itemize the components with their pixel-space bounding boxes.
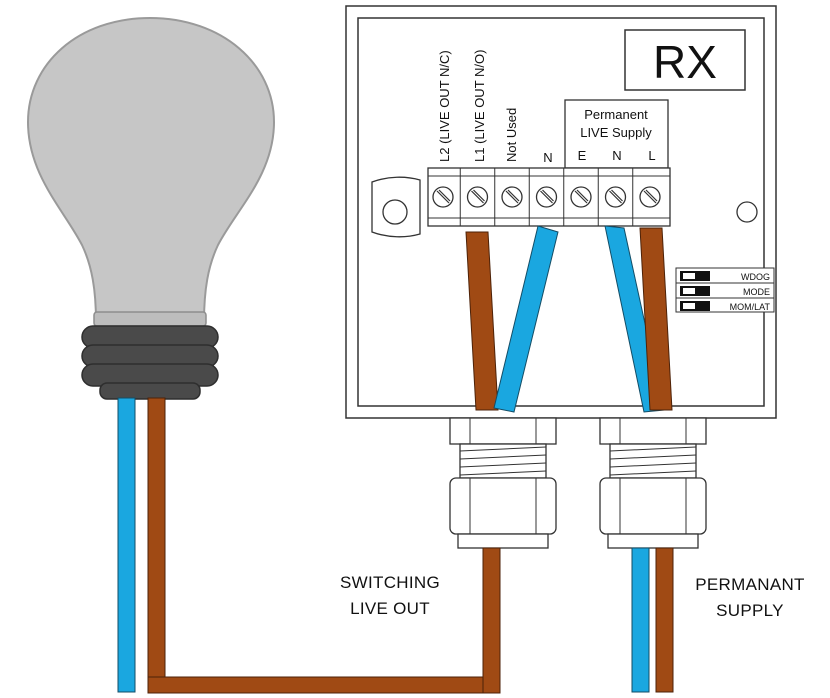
light-bulb bbox=[26, 16, 276, 400]
terminal-screws bbox=[432, 168, 661, 226]
dip-label-wdog: WDOG bbox=[741, 272, 770, 282]
terminal-label-e: E bbox=[578, 148, 587, 163]
dip-label-mom-lat: MOM/LAT bbox=[730, 302, 771, 312]
mounting-hole-right bbox=[736, 201, 758, 223]
caption-switching-line1: SWITCHING bbox=[340, 573, 440, 592]
wire-switching-run bbox=[147, 676, 501, 694]
wire-l1-internal bbox=[465, 231, 499, 411]
terminal-label-l: L bbox=[648, 148, 655, 163]
caption-switching-live-out: SWITCHING LIVE OUT bbox=[340, 573, 440, 618]
terminal-screw-perm-l bbox=[639, 186, 661, 208]
wire-bulb-live bbox=[147, 397, 166, 693]
wires bbox=[117, 225, 674, 694]
dip-switch-wdog: WDOG bbox=[676, 267, 774, 282]
caption-permanent-line2: SUPPLY bbox=[716, 601, 784, 620]
wire-n-internal bbox=[493, 225, 559, 413]
wire-switching-riser bbox=[482, 547, 501, 694]
bulb-glass bbox=[26, 16, 276, 323]
mounting-hole-left bbox=[371, 176, 421, 238]
dip-switch-mom-lat: MOM/LAT bbox=[676, 297, 774, 312]
dip-label-mode: MODE bbox=[743, 287, 770, 297]
bulb-screw-cap bbox=[81, 325, 219, 400]
terminal-screw-l1 bbox=[466, 186, 489, 208]
terminal-screw-not-used bbox=[501, 186, 523, 208]
permanent-supply-line1: Permanent bbox=[584, 107, 648, 122]
terminal-label-n: N bbox=[612, 148, 621, 163]
terminal-screw-perm-n bbox=[604, 186, 627, 208]
caption-permanent-supply: PERMANANT SUPPLY bbox=[695, 575, 804, 620]
permanent-supply-box: Permanent LIVE Supply E N L bbox=[564, 99, 669, 169]
caption-permanent-line1: PERMANANT bbox=[695, 575, 804, 594]
wire-bulb-neutral bbox=[117, 397, 136, 693]
cable-gland-right bbox=[599, 417, 707, 549]
dip-switch-mode: MODE bbox=[676, 282, 774, 297]
terminal-labels: L2 (LIVE OUT N/C) L1 (LIVE OUT N/O) Not … bbox=[437, 50, 553, 165]
wire-perm-l-internal bbox=[639, 227, 673, 411]
terminal-label-not-used: Not Used bbox=[504, 108, 519, 162]
terminal-screw-perm-e bbox=[570, 186, 592, 208]
caption-switching-line2: LIVE OUT bbox=[350, 599, 430, 618]
bulb-collar bbox=[93, 311, 207, 327]
wire-supply-neutral bbox=[631, 547, 650, 693]
terminal-label-n-out: N bbox=[543, 150, 552, 165]
wire-supply-live bbox=[655, 547, 674, 693]
terminal-screw-n-out bbox=[535, 186, 558, 208]
terminal-label-l2: L2 (LIVE OUT N/C) bbox=[437, 50, 452, 162]
rx-title: RX bbox=[653, 36, 717, 88]
terminal-label-l1: L1 (LIVE OUT N/O) bbox=[472, 50, 487, 162]
rx-label-box: RX bbox=[624, 29, 746, 91]
cable-gland-left bbox=[449, 417, 557, 549]
dip-switch-panel: WDOG MODE MOM/LAT bbox=[675, 267, 775, 313]
terminal-screw-l2 bbox=[432, 186, 454, 208]
permanent-supply-line2: LIVE Supply bbox=[580, 125, 652, 140]
